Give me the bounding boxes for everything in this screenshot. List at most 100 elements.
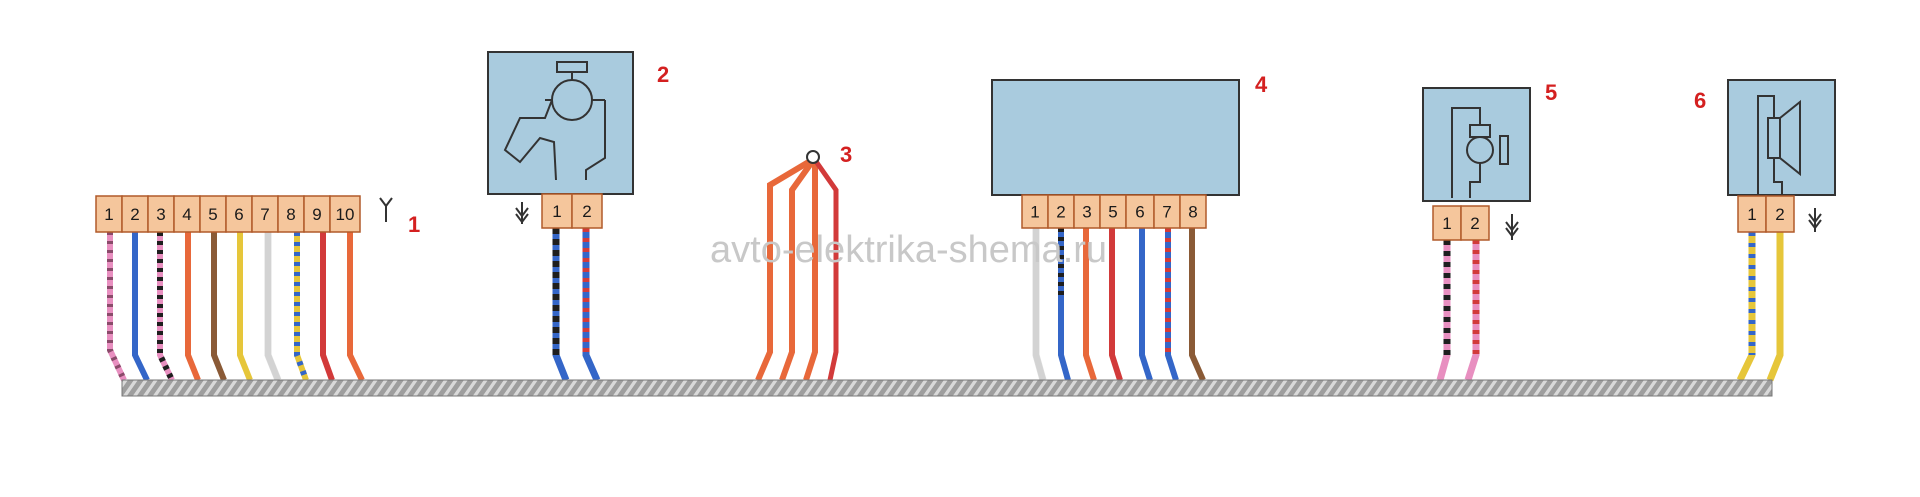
wire-4-2 bbox=[1058, 228, 1071, 381]
pin-label: 9 bbox=[312, 205, 321, 224]
pin-label: 2 bbox=[1056, 203, 1065, 222]
pin-1-10: 10 bbox=[329, 195, 361, 233]
ground-icon bbox=[515, 202, 529, 224]
component-6-body bbox=[1727, 79, 1836, 196]
pin-label: 2 bbox=[1470, 214, 1479, 233]
pin-cell bbox=[199, 195, 227, 233]
pin-1-5: 5 bbox=[199, 195, 227, 233]
pin-label: 7 bbox=[1162, 203, 1171, 222]
pin-1-2: 2 bbox=[121, 195, 149, 233]
connector-3-wires bbox=[755, 157, 839, 382]
pin-label: 8 bbox=[286, 205, 295, 224]
pin-cell bbox=[1099, 194, 1127, 229]
pin-cell bbox=[1047, 194, 1075, 229]
pin-label: 6 bbox=[234, 205, 243, 224]
pin-1-7: 7 bbox=[251, 195, 279, 233]
pin-label: 5 bbox=[1108, 203, 1117, 222]
pin-cell bbox=[571, 193, 603, 229]
wire-1-7 bbox=[265, 232, 281, 382]
pin-4-3: 3 bbox=[1073, 194, 1101, 229]
wire-4-6 bbox=[1139, 228, 1153, 381]
wire-1-10 bbox=[347, 232, 365, 382]
speaker-icon bbox=[1757, 95, 1801, 195]
connector-4-wires bbox=[1032, 228, 1206, 382]
component-4-body bbox=[991, 79, 1240, 196]
wire-4-3 bbox=[1083, 228, 1097, 381]
pin-label: 3 bbox=[1082, 203, 1091, 222]
pin-label: 1 bbox=[104, 205, 113, 224]
motor-icon bbox=[503, 61, 606, 181]
pin-cell bbox=[1179, 194, 1207, 229]
component-5-number: 5 bbox=[1545, 80, 1557, 105]
pin-label: 8 bbox=[1188, 203, 1197, 222]
connector-1-wires bbox=[107, 232, 365, 382]
pin-cell bbox=[1073, 194, 1101, 229]
wire-1-6 bbox=[237, 232, 253, 382]
wire-3-c bbox=[803, 162, 818, 381]
antenna-icon bbox=[379, 197, 393, 222]
pin-4-1: 1 bbox=[1021, 194, 1049, 229]
pin-1-4: 4 bbox=[173, 195, 201, 233]
pin-label: 2 bbox=[582, 202, 591, 221]
wire-1-3 bbox=[157, 232, 175, 382]
pin-label: 5 bbox=[208, 205, 217, 224]
pin-4-5: 5 bbox=[1099, 194, 1127, 229]
wire-4-1 bbox=[1033, 228, 1046, 381]
pin-label: 1 bbox=[552, 202, 561, 221]
wire-3-d bbox=[812, 158, 839, 381]
pin-1-1: 1 bbox=[95, 195, 123, 233]
connector-5-wires bbox=[1436, 240, 1480, 382]
pin-label: 1 bbox=[1747, 205, 1756, 224]
ground-point-icon bbox=[806, 150, 820, 164]
component-4-number: 4 bbox=[1255, 72, 1268, 97]
pin-label: 1 bbox=[1030, 203, 1039, 222]
pin-4-7: 7 bbox=[1153, 194, 1181, 229]
pin-cell bbox=[251, 195, 279, 233]
pin-cell bbox=[329, 195, 361, 233]
ground-icon bbox=[1808, 208, 1822, 232]
pin-6-2: 2 bbox=[1765, 195, 1795, 233]
pin-cell bbox=[1125, 194, 1155, 229]
pin-label: 6 bbox=[1135, 203, 1144, 222]
pin-1-3: 3 bbox=[147, 195, 175, 233]
wire-6-2 bbox=[1766, 232, 1784, 382]
wire-5-2 bbox=[1464, 240, 1480, 382]
wires bbox=[107, 157, 1784, 382]
pin-cell bbox=[277, 195, 305, 233]
pin-label: 4 bbox=[182, 205, 191, 224]
wire-1-9 bbox=[320, 232, 335, 382]
pin-1-9: 9 bbox=[303, 195, 331, 233]
pin-2-1: 1 bbox=[541, 193, 573, 229]
pin-label: 3 bbox=[156, 205, 165, 224]
component-2-number: 2 bbox=[657, 62, 669, 87]
pin-label: 10 bbox=[336, 205, 355, 224]
wire-harness bbox=[121, 379, 1773, 397]
watermark-text: avto-elektrika-shema.ru bbox=[710, 229, 1107, 271]
wire-1-8-stripe bbox=[294, 232, 309, 382]
component-2-body bbox=[487, 51, 634, 195]
pin-label: 2 bbox=[130, 205, 139, 224]
pin-2-2: 2 bbox=[571, 193, 603, 229]
pin-label: 1 bbox=[1442, 214, 1451, 233]
wire-1-4 bbox=[185, 232, 201, 382]
wire-4-8 bbox=[1189, 228, 1206, 382]
connector-6-wires bbox=[1736, 232, 1784, 382]
pin-6-1: 1 bbox=[1737, 195, 1767, 233]
pin-1-8: 8 bbox=[277, 195, 305, 233]
pin-1-6: 6 bbox=[225, 195, 253, 233]
component-1-number: 1 bbox=[408, 212, 420, 237]
wire-1-1-stripe bbox=[107, 232, 127, 382]
wire-1-2 bbox=[132, 232, 150, 382]
pin-4-8: 8 bbox=[1179, 194, 1207, 229]
